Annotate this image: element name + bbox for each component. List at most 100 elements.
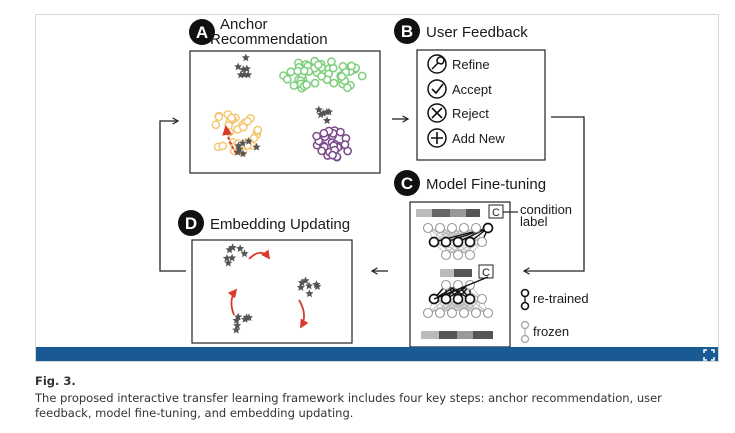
badge-a: A: [189, 19, 215, 45]
plus-icon: [427, 128, 447, 148]
action-accept-label: Accept: [452, 82, 492, 97]
anchor-star: [239, 65, 248, 73]
updated-stars-3: [232, 312, 254, 334]
badge-d: D: [178, 210, 204, 236]
panel-a-scatter: [211, 53, 367, 162]
data-point: [340, 140, 350, 149]
retrained-node: [482, 222, 494, 234]
anchor-star: [240, 249, 249, 258]
panel-anchor-recommendation: A Anchor Recommendation: [189, 16, 381, 174]
anchor-star: [228, 253, 237, 262]
anchor-star: [228, 243, 237, 252]
data-point: [329, 78, 339, 88]
retrained-node: [440, 236, 452, 248]
badge-a-letter: A: [196, 23, 208, 42]
panel-b-title: User Feedback: [426, 24, 528, 41]
badge-c: C: [394, 170, 420, 196]
anchor-star: [238, 138, 247, 147]
anchor-star: [316, 110, 325, 119]
panel-c-title: Model Fine-tuning: [426, 176, 546, 193]
legend-frozen: frozen: [520, 320, 569, 344]
network-edge: [445, 241, 483, 256]
legend-retrained-label: re-trained: [533, 291, 589, 306]
anchor-star: [241, 53, 250, 62]
data-point: [357, 71, 367, 81]
anchor-star: [222, 254, 231, 262]
action-add-new-label: Add New: [452, 131, 505, 146]
network-edge: [427, 298, 471, 314]
data-point: [218, 141, 228, 151]
badge-d-letter: D: [185, 214, 197, 233]
data-point: [299, 66, 309, 76]
anchor-stars-2: [314, 105, 334, 125]
retrained-node: [464, 293, 476, 305]
data-point: [253, 125, 263, 135]
panel-a-title-line1: Anchor: [220, 16, 268, 33]
caption-text: The proposed interactive transfer learni…: [35, 391, 662, 420]
data-point: [227, 113, 236, 123]
figure-caption: Fig. 3. The proposed interactive transfe…: [35, 374, 719, 421]
network-lower: [422, 276, 494, 319]
data-point: [317, 146, 327, 156]
condition-label-line1: condition: [520, 202, 572, 217]
data-point: [302, 80, 311, 90]
anchor-star: [244, 137, 253, 145]
anchor-star: [252, 142, 261, 151]
condition-badge-top-letter: C: [492, 207, 500, 219]
retrained-node: [452, 236, 464, 248]
badge-b: B: [394, 18, 420, 44]
frozen-node: [440, 249, 452, 261]
data-point: [211, 120, 221, 130]
retrained-node: [452, 293, 464, 305]
data-point: [312, 131, 321, 141]
anchor-star: [240, 315, 250, 323]
anchor-move-arrow: [222, 125, 237, 154]
anchor-star: [233, 321, 242, 330]
anchor-stars-1: [234, 53, 253, 79]
anchor-star: [234, 312, 243, 321]
network-edge: [439, 298, 483, 314]
wrench-icon: [427, 54, 447, 74]
data-point: [327, 57, 336, 66]
framework-diagram: A Anchor Recommendation B User Feedback …: [159, 16, 589, 348]
frozen-node: [470, 222, 482, 234]
network-upper: [422, 222, 494, 261]
retrained-node: [464, 236, 476, 248]
updated-stars-2: [296, 276, 322, 298]
network-edge: [433, 227, 465, 243]
frozen-node: [422, 222, 434, 234]
frozen-node: [440, 279, 452, 291]
condition-badge-top: C: [488, 204, 504, 219]
output-embedding-bar: [421, 331, 493, 339]
data-point: [336, 127, 345, 137]
network-edge: [451, 298, 483, 314]
network-edge: [445, 227, 489, 243]
badge-c-letter: C: [401, 174, 413, 193]
move-arrow-3: [298, 299, 309, 329]
frozen-node: [482, 307, 494, 319]
frozen-node: [458, 307, 470, 319]
panel-b-box: [416, 49, 546, 161]
panel-a-title-line2: Recommendation: [210, 31, 328, 48]
frozen-node: [434, 222, 446, 234]
anchor-star: [232, 316, 241, 324]
frozen-node: [470, 307, 482, 319]
input-embedding-bar: [416, 209, 480, 217]
data-point: [243, 116, 252, 126]
anchor-star: [319, 109, 328, 117]
frozen-node: [476, 236, 488, 248]
move-arrow-1: [248, 249, 271, 260]
action-refine-label: Refine: [452, 57, 490, 72]
data-point: [319, 128, 329, 138]
action-reject-label: Reject: [452, 106, 489, 121]
data-point: [214, 112, 224, 122]
caption-label: Fig. 3.: [35, 374, 76, 388]
condition-label-line2: label: [520, 214, 548, 229]
expand-button[interactable]: [703, 348, 715, 361]
badge-b-letter: B: [401, 22, 413, 41]
anchor-star: [305, 289, 314, 298]
anchor-star: [232, 325, 241, 334]
anchor-star: [224, 258, 233, 267]
cluster-purple: [312, 126, 353, 162]
check-icon: [427, 79, 447, 99]
